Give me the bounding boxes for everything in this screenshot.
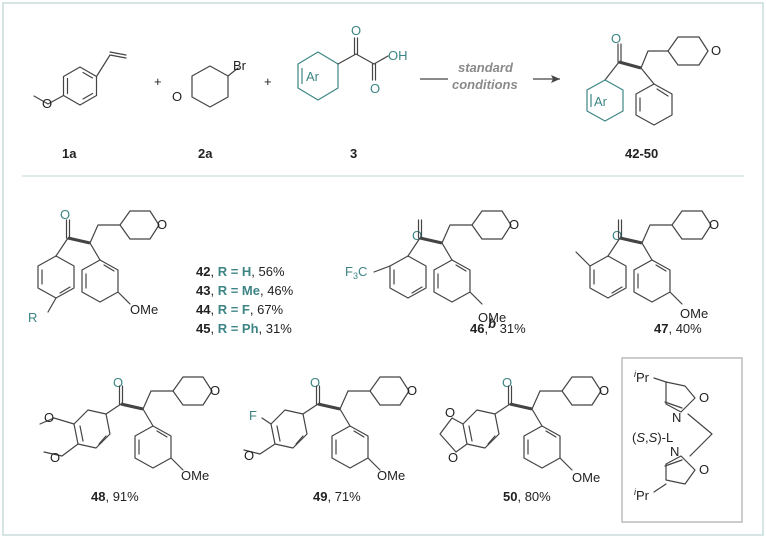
label-47: 47, 40% — [654, 321, 702, 336]
atom-o-thp-50: O — [599, 383, 609, 398]
structure-2a: Br O — [172, 58, 247, 108]
atom-ar-3: Ar — [306, 69, 320, 84]
ligand-n-bottom: N — [670, 444, 679, 459]
atom-o-50b: O — [448, 450, 458, 465]
atom-o-48a: O — [44, 410, 54, 425]
atom-o-keto-3: O — [351, 23, 361, 38]
entry-45: 45, R = Ph, 31% — [196, 321, 292, 336]
atom-o-1a: O — [42, 96, 52, 111]
arrow-head — [551, 75, 560, 83]
atom-ar-product: Ar — [594, 94, 608, 109]
label-48: 48, 91% — [91, 489, 139, 504]
cf3-label: F3C — [345, 264, 367, 281]
atom-o-thp-46: O — [509, 217, 519, 232]
structure-1a: O — [33, 51, 127, 111]
atom-o-thp-47: O — [709, 217, 719, 232]
atom-o-thp-49: O — [407, 383, 417, 398]
atom-oh-3: OH — [388, 48, 408, 63]
atom-o-49: O — [310, 375, 320, 390]
label-1a: 1a — [62, 146, 77, 161]
ligand-ipr-bottom: iPr — [634, 487, 650, 503]
atom-o-thp-48: O — [210, 383, 220, 398]
plus-sign-1: + — [154, 74, 162, 89]
ome-47: OMe — [680, 306, 708, 321]
structure-46: O O F3C OMe — [345, 209, 519, 325]
ome-50: OMe — [572, 470, 600, 485]
structure-product-generic: O O Ar — [586, 31, 721, 126]
atom-o-48b: O — [50, 450, 60, 465]
atom-br-2a: Br — [233, 58, 247, 73]
atom-o-acid-3: O — [370, 81, 380, 96]
entry-44: 44, R = F, 67% — [196, 302, 284, 317]
label-2a: 2a — [198, 146, 213, 161]
entry-42: 42, R = H, 56% — [196, 264, 285, 279]
ligand-name: (S,S)-L — [632, 430, 673, 445]
ligand-o-top: O — [699, 390, 709, 405]
r-group-label: R — [28, 310, 37, 325]
atom-o-50a: O — [445, 405, 455, 420]
ligand-ipr-top: iPr — [634, 369, 650, 385]
ligand-n-top: N — [672, 410, 681, 425]
structure-50: O O O O OMe — [439, 375, 609, 485]
structure-3: Ar O OH O — [297, 23, 408, 101]
atom-o-48: O — [113, 375, 123, 390]
atom-o-2a: O — [172, 89, 182, 104]
ome-49: OMe — [377, 468, 405, 483]
atom-o-42: O — [60, 207, 70, 222]
label-49: 49, 71% — [313, 489, 361, 504]
structure-48: O O O O OMe — [39, 375, 220, 483]
ligand-o-bottom: O — [699, 462, 709, 477]
plus-sign-2: + — [264, 74, 272, 89]
atom-o-thp-product: O — [711, 43, 721, 58]
fluoro-label-49: F — [249, 408, 257, 423]
atom-o-thp-42: O — [157, 217, 167, 232]
atom-o-46: O — [412, 228, 422, 243]
conditions-line-1: standard — [458, 60, 514, 75]
atom-o-product: O — [611, 31, 621, 46]
label-42-50: 42-50 — [625, 146, 658, 161]
label-46: 46,b 31% — [470, 316, 526, 336]
ome-42: OMe — [130, 302, 158, 317]
conditions-line-2: conditions — [452, 77, 518, 92]
atom-o-50: O — [502, 375, 512, 390]
label-3: 3 — [350, 146, 357, 161]
entry-list: 42, R = H, 56% 43, R = Me, 46% 44, R = F… — [196, 264, 294, 336]
ome-46: OMe — [478, 310, 506, 325]
ome-48: OMe — [181, 468, 209, 483]
atom-o-49: O — [244, 448, 254, 463]
ligand-structure: iPr N O N O iPr (S,S)-L — [632, 369, 713, 503]
atom-o-47: O — [612, 228, 622, 243]
label-50: 50, 80% — [503, 489, 551, 504]
structure-49: O O F O OMe — [243, 375, 417, 483]
entry-43: 43, R = Me, 46% — [196, 283, 294, 298]
structure-47: O O OMe — [575, 209, 719, 321]
structure-42-45: O O R OMe — [28, 207, 167, 325]
